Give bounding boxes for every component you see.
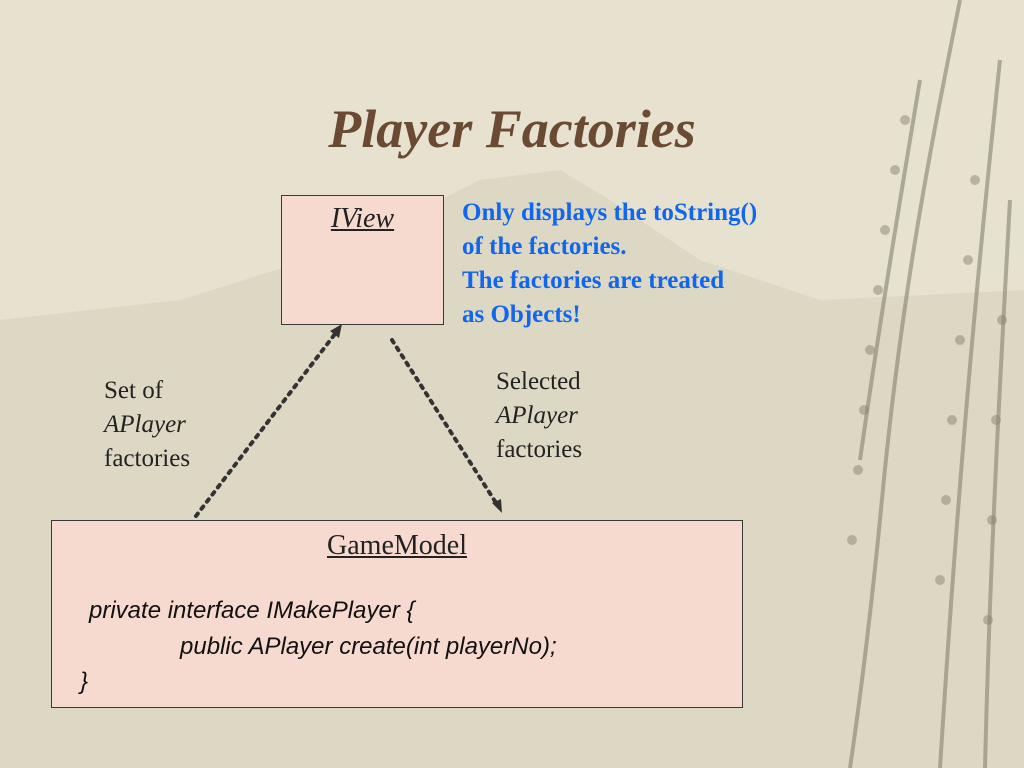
note-line-1: Only displays the toString() <box>462 199 758 226</box>
right-label-line-3: factories <box>496 436 583 463</box>
gamemodel-title: GameModel <box>327 530 467 561</box>
slide-title: Player Factories <box>328 99 696 159</box>
left-label-line-3: factories <box>104 445 191 472</box>
note-line-3: The factories are treated <box>462 267 725 294</box>
set-of-factories-label: Set of APlayer factories <box>104 374 190 476</box>
left-label-line-2: APlayer <box>104 411 186 438</box>
note-line-4: as Objects! <box>462 301 581 328</box>
right-label-line-2: APlayer <box>496 402 578 429</box>
code-line-2: public APlayer create(int playerNo); <box>180 633 557 660</box>
iview-box <box>281 195 444 325</box>
iview-label: IView <box>330 203 395 234</box>
selected-factories-label: Selected APlayer factories <box>496 365 582 467</box>
code-line-3: } <box>80 668 89 695</box>
left-label-line-1: Set of <box>104 377 164 404</box>
code-line-1: private interface IMakePlayer { <box>89 597 415 624</box>
right-label-line-1: Selected <box>496 368 581 395</box>
gamemodel-box <box>51 520 743 708</box>
iview-note: Only displays the toString() of the fact… <box>462 196 822 332</box>
arrow-to-iview <box>194 324 342 518</box>
note-line-2: of the factories. <box>462 233 627 260</box>
arrow-to-gamemodel <box>390 338 502 513</box>
